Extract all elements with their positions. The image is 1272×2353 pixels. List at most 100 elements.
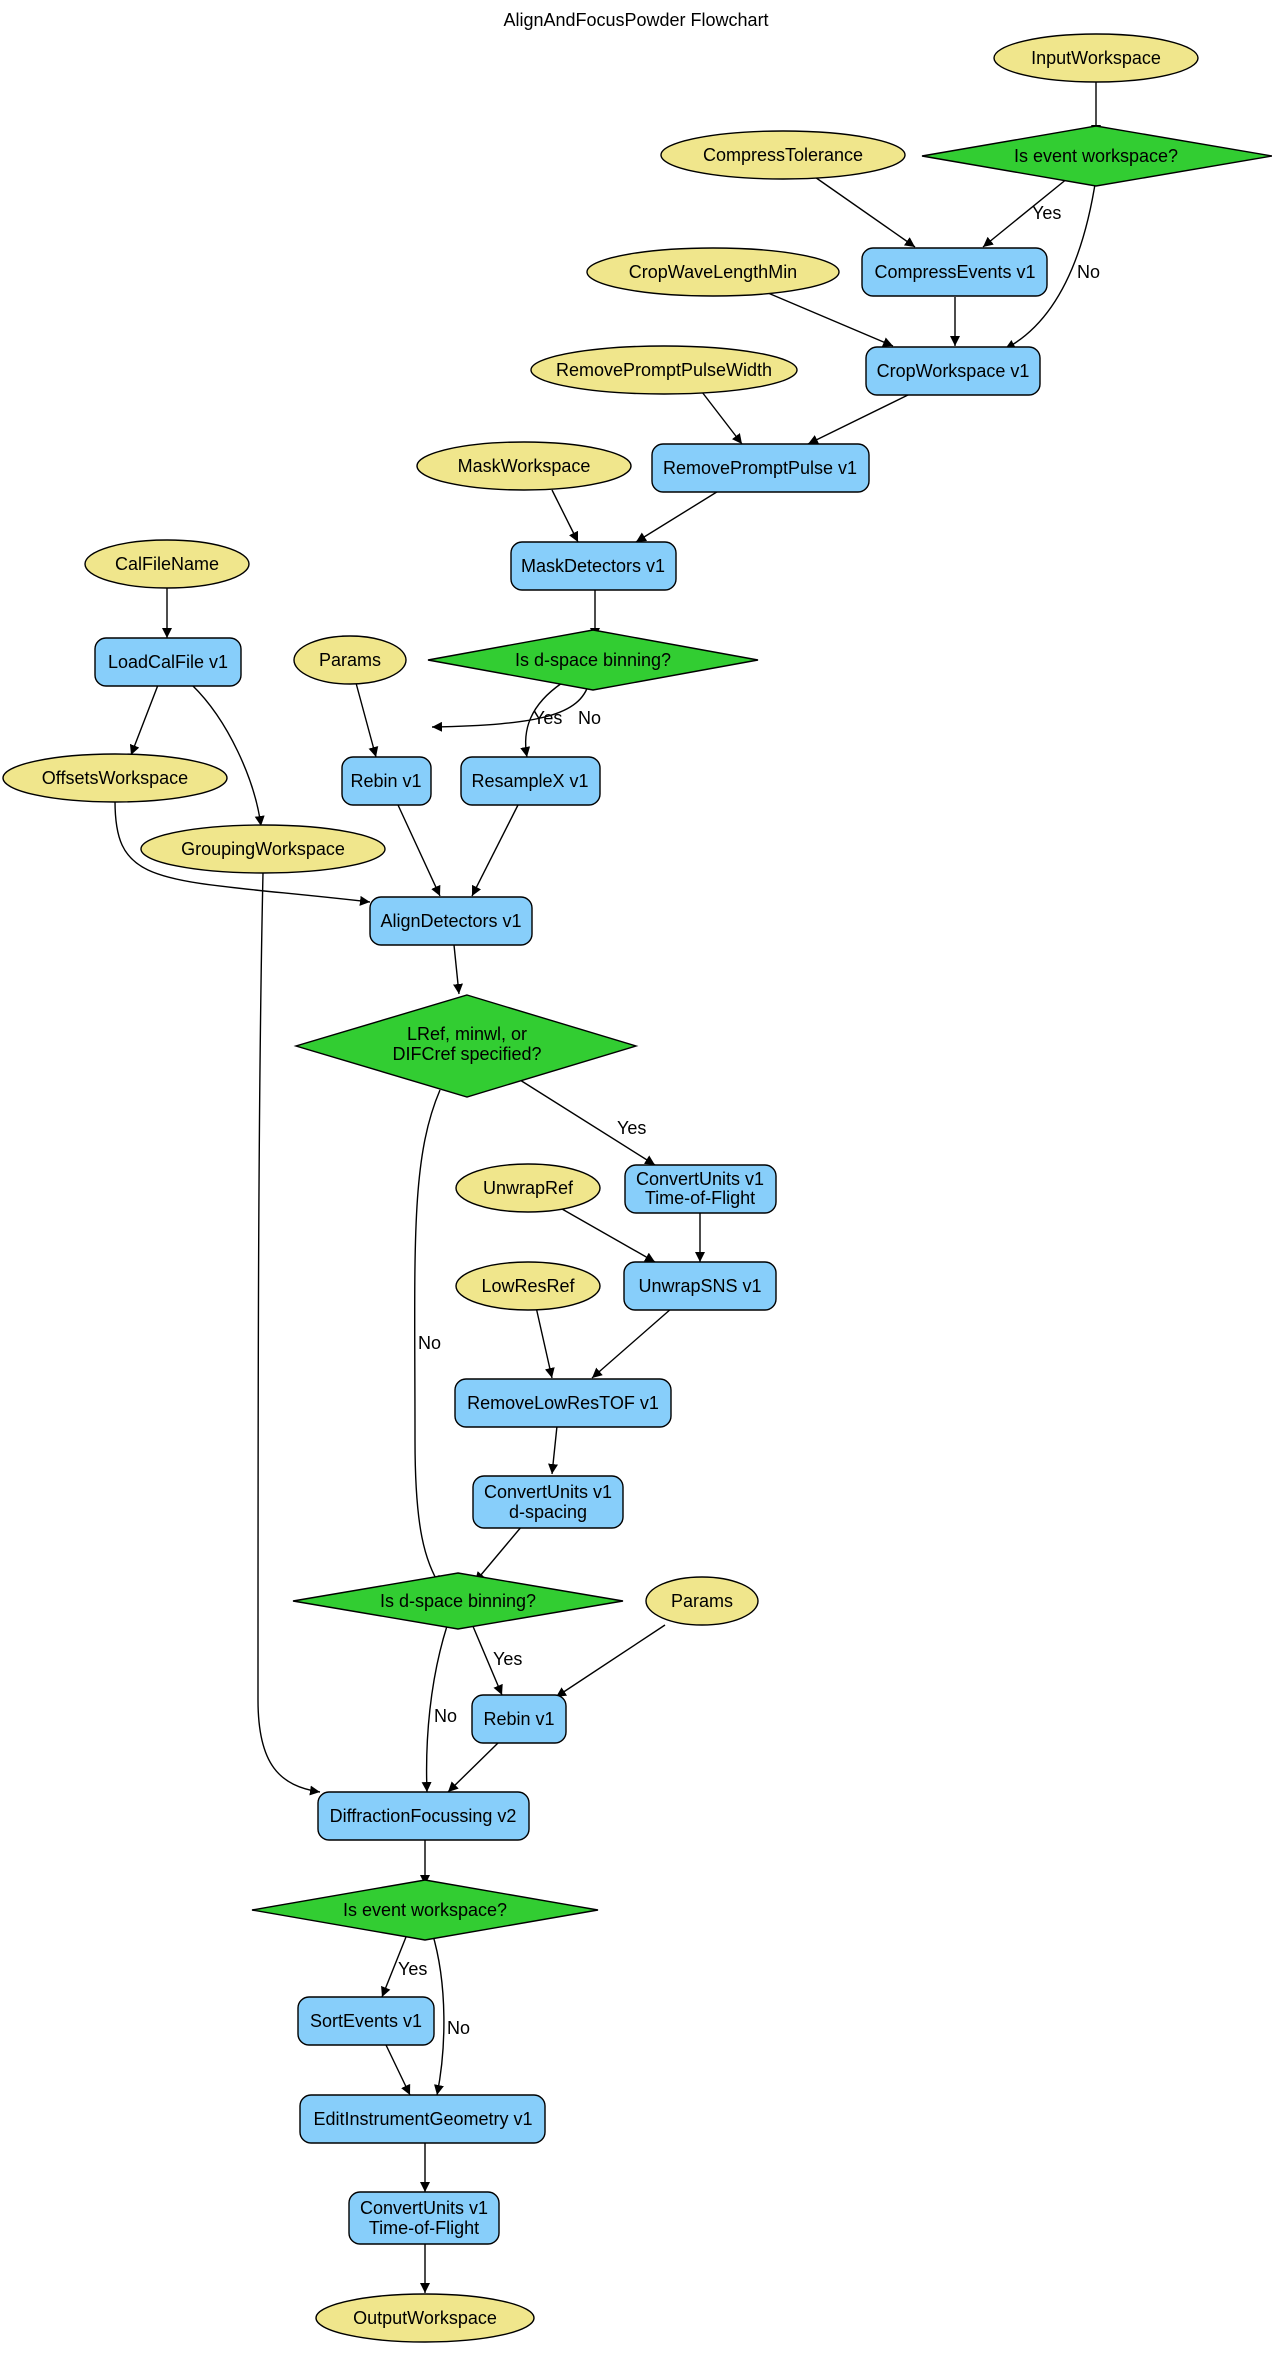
edge-label-no: No: [447, 2018, 470, 2038]
algorithm-remove-low-res-tof: RemoveLowResTOF v1: [454, 1378, 672, 1428]
edge-rebin1-to-align: [397, 804, 441, 897]
edge-label-no: No: [1077, 262, 1100, 282]
decision-diamond: [292, 1572, 624, 1630]
node-label: UnwrapSNS v1: [638, 1276, 761, 1296]
node-label: InputWorkspace: [1031, 48, 1161, 68]
node-label: Rebin v1: [483, 1709, 554, 1729]
algorithm-remove-prompt-pulse: RemovePromptPulse v1: [651, 443, 870, 493]
node-label: Is event workspace?: [343, 1900, 507, 1920]
algorithm-convert-units-tof-2: ConvertUnits v1 Time-of-Flight: [348, 2191, 500, 2245]
property-ellipse: [993, 33, 1199, 83]
edge-offsets-to-align: [114, 800, 371, 906]
edge-sort-to-edit: [385, 2044, 411, 2096]
property-offsets-workspace: OffsetsWorkspace: [2, 753, 228, 803]
node-label: ConvertUnits v1: [484, 1482, 612, 1502]
algorithm-align-detectors: AlignDetectors v1: [369, 896, 533, 946]
edge-isevent2-to-edit: [431, 1931, 445, 2096]
property-ellipse: [315, 2293, 535, 2343]
node-label: CompressEvents v1: [874, 262, 1035, 282]
edge-crop-to-removepulse: [807, 393, 911, 445]
node-label: CompressTolerance: [703, 145, 863, 165]
property-cal-file-name: CalFileName: [84, 539, 250, 589]
algorithm-unwrap-sns: UnwrapSNS v1: [623, 1261, 777, 1311]
algorithm-convert-units-tof-1: ConvertUnits v1 Time-of-Flight: [624, 1164, 777, 1214]
algorithm-box: [299, 2094, 546, 2144]
edge-label-no: No: [418, 1333, 441, 1353]
node-label: MaskDetectors v1: [521, 556, 665, 576]
property-ellipse: [293, 635, 407, 685]
algorithm-mask-detectors: MaskDetectors v1: [510, 541, 677, 591]
node-label: Rebin v1: [350, 771, 421, 791]
decision-diamond: [251, 1879, 599, 1941]
algorithm-box: [460, 756, 601, 806]
property-ellipse: [140, 824, 386, 874]
node-label: Params: [319, 650, 381, 670]
algorithm-box: [510, 541, 677, 591]
algorithm-box: [341, 756, 432, 806]
edge-is-event-to-compress: [982, 177, 1069, 248]
edge-is-event-to-crop: [1004, 177, 1097, 350]
node-label: RemoveLowResTOF v1: [467, 1393, 659, 1413]
node-label: ResampleX v1: [471, 771, 588, 791]
node-label: SortEvents v1: [310, 2011, 422, 2031]
algorithm-box: [297, 1996, 435, 2046]
algorithm-box: [369, 896, 533, 946]
algorithm-load-cal-file: LoadCalFile v1: [94, 637, 242, 687]
edge-unwrapref-to-unwrap: [554, 1204, 656, 1263]
node-label: EditInstrumentGeometry v1: [313, 2109, 532, 2129]
algorithm-box: [454, 1378, 672, 1428]
node-label: DiffractionFocussing v2: [330, 1806, 517, 1826]
edge-loadcal-to-grouping: [191, 684, 265, 827]
edge-lref-to-isdspace2: [413, 1089, 441, 1587]
node-label: UnwrapRef: [483, 1178, 574, 1198]
property-crop-wavelength-min: CropWaveLengthMin: [586, 247, 840, 297]
edge-label-yes: Yes: [1032, 203, 1061, 223]
edge-isdspace2-to-rebin2: [471, 1623, 503, 1696]
node-label: CalFileName: [115, 554, 219, 574]
edge-rebin2-to-diffocus: [447, 1742, 499, 1793]
decision-is-event-workspace-2: Is event workspace?: [251, 1879, 599, 1941]
edge-isdspace1-to-resample: [520, 682, 563, 758]
property-ellipse: [455, 1163, 601, 1213]
algorithm-box: [94, 637, 242, 687]
decision-is-dspace-binning-1: Is d-space binning?: [427, 629, 759, 691]
edge-params1-to-rebin1: [355, 682, 379, 758]
node-label: Is d-space binning?: [380, 1591, 536, 1611]
node-label: OffsetsWorkspace: [42, 768, 188, 788]
node-label: CropWorkspace v1: [877, 361, 1030, 381]
property-low-res-ref: LowResRef: [455, 1261, 601, 1311]
decision-diamond: [921, 125, 1272, 187]
node-label: GroupingWorkspace: [181, 839, 345, 859]
property-ellipse: [660, 130, 906, 180]
algorithm-box: [471, 1694, 567, 1744]
node-label: ConvertUnits v1: [360, 2198, 488, 2218]
algorithm-sort-events: SortEvents v1: [297, 1996, 435, 2046]
algorithm-diffraction-focussing: DiffractionFocussing v2: [317, 1791, 530, 1841]
property-params-2: Params: [645, 1576, 759, 1626]
property-ellipse: [84, 539, 250, 589]
node-label: MaskWorkspace: [458, 456, 591, 476]
algorithm-compress-events: CompressEvents v1: [861, 247, 1048, 297]
algorithm-box: [865, 346, 1041, 396]
algorithm-box: [348, 2191, 500, 2245]
property-ellipse: [586, 247, 840, 297]
node-label: LRef, minwl, or: [407, 1024, 527, 1044]
node-label: Params: [671, 1591, 733, 1611]
node-sublabel: DIFCref specified?: [392, 1044, 541, 1064]
node-label: LowResRef: [481, 1276, 575, 1296]
node-sublabel: Time-of-Flight: [369, 2218, 479, 2238]
node-sublabel: d-spacing: [509, 1502, 587, 1522]
node-label: AlignDetectors v1: [380, 911, 521, 931]
property-grouping-workspace: GroupingWorkspace: [140, 824, 386, 874]
edge-grouping-to-diffocus: [257, 872, 321, 1796]
algorithm-rebin-1: Rebin v1: [341, 756, 432, 806]
node-label: ConvertUnits v1: [636, 1169, 764, 1189]
edge-removepulse-to-mask: [635, 489, 721, 543]
algorithm-rebin-2: Rebin v1: [471, 1694, 567, 1744]
edge-compresstol-to-compress: [811, 174, 916, 248]
edge-lowresref-to-removelowres: [535, 1306, 555, 1379]
property-output-workspace: OutputWorkspace: [315, 2293, 535, 2343]
decision-lref-specified: LRef, minwl, or DIFCref specified?: [293, 994, 639, 1098]
property-input-workspace: InputWorkspace: [993, 33, 1199, 83]
